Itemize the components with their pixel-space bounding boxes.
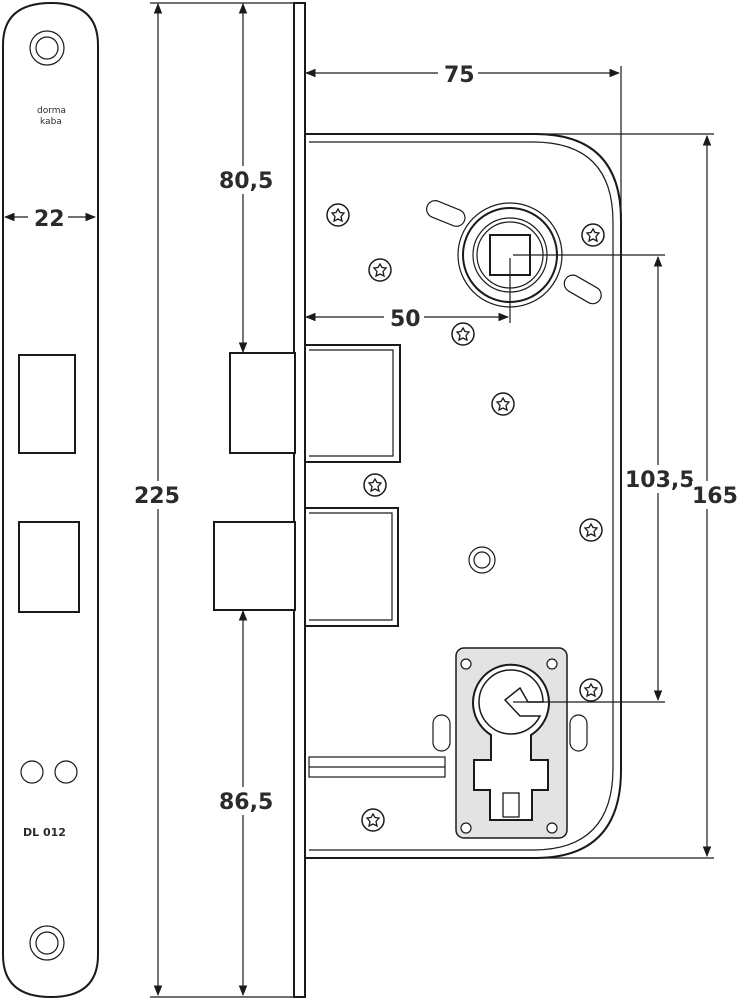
- dimension-faceplate-width: 22: [34, 207, 65, 232]
- latch-bolt: [229, 344, 401, 463]
- latch-opening: [18, 354, 76, 454]
- dimension-backset: 75: [444, 63, 475, 88]
- faceplate-bottom-hole: [29, 925, 65, 961]
- dimension-bolt-to-bottom: 86,5: [219, 790, 273, 815]
- screw-icon: [326, 203, 350, 227]
- model-label: DL 012: [23, 826, 66, 839]
- faceplate-small-hole-right: [54, 760, 78, 784]
- brand-logo-line2: kaba: [40, 117, 62, 127]
- screw-icon: [579, 678, 603, 702]
- cylinder-plate: [455, 647, 568, 839]
- dimension-lines: 225 80,5 86,5 75 50 103,5 165: [128, 2, 742, 998]
- dimension-top-to-bolt: 80,5: [219, 169, 273, 194]
- slide-bar: [308, 756, 446, 778]
- dimension-total-height: 225: [134, 484, 180, 509]
- screw-icon: [361, 808, 385, 832]
- faceplate-front-view: dorma kaba DL 012 22: [1, 1, 99, 999]
- dimension-case-height: 165: [692, 484, 738, 509]
- faceplate-outline: [1, 1, 99, 999]
- faceplate-small-hole-left: [20, 760, 44, 784]
- screw-icon: [579, 518, 603, 542]
- dimension-follower-offset: 50: [390, 307, 421, 332]
- screw-icon: [363, 473, 387, 497]
- dimension-center-distance: 103,5: [625, 468, 695, 493]
- screw-icon: [491, 392, 515, 416]
- lock-case-inner: [309, 141, 614, 851]
- lock-case-outer: [305, 133, 622, 859]
- screw-icon: [368, 258, 392, 282]
- bolt-opening: [18, 521, 80, 613]
- brand-logo-line1: dorma: [37, 106, 66, 116]
- screw-icon: [581, 223, 605, 247]
- cylinder-slot-left: [432, 714, 451, 752]
- follower-slot-left: [426, 200, 466, 227]
- faceplate-top-hole: [29, 30, 65, 66]
- dead-bolt: [213, 507, 399, 627]
- cylinder-slot-right: [569, 714, 588, 752]
- faceplate-edge: [293, 2, 306, 998]
- lock-side-view: [213, 2, 622, 998]
- case-pin: [468, 546, 496, 574]
- screw-icon: [451, 322, 475, 346]
- follower-slot-right: [563, 274, 602, 305]
